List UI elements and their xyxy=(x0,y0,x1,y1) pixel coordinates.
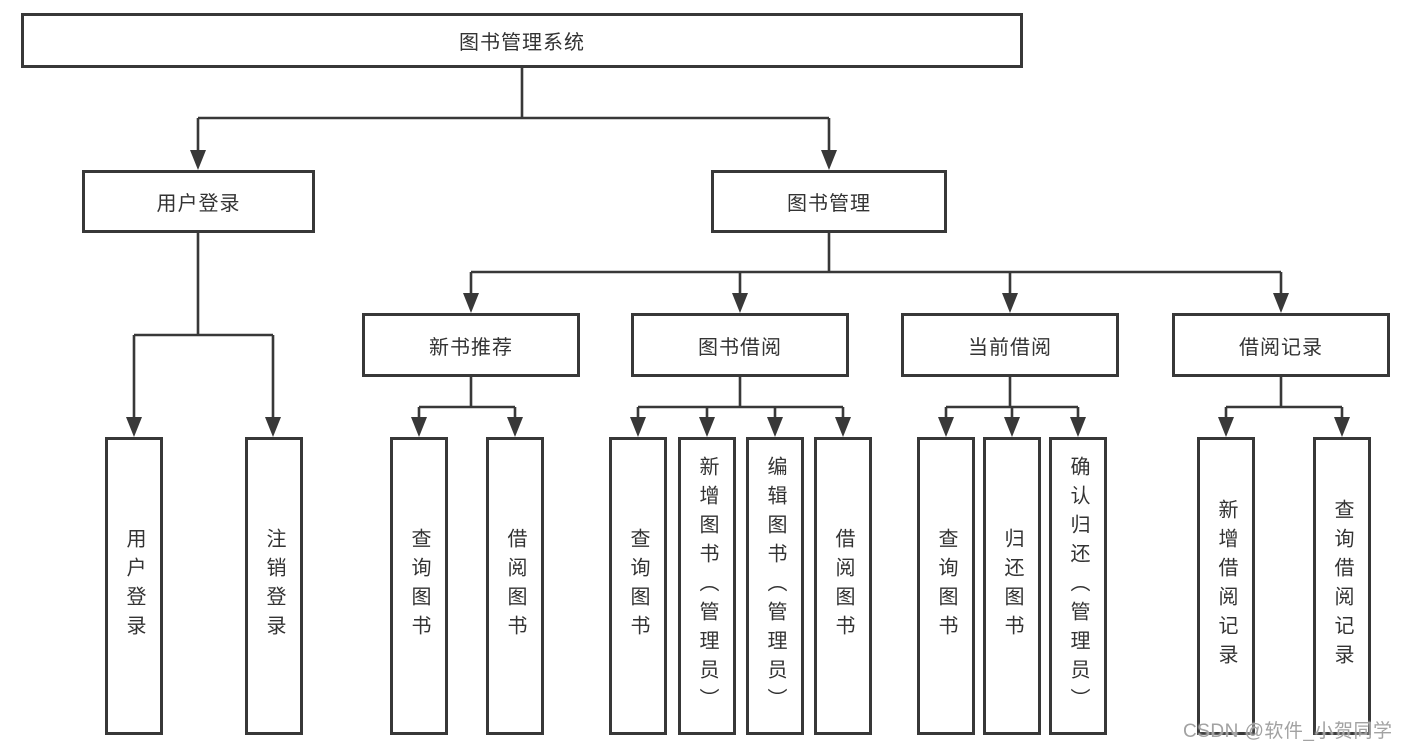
node-label: 图书借阅 xyxy=(698,336,782,359)
connector-login xyxy=(132,233,275,420)
node-label: 图书管理 xyxy=(787,193,871,215)
node-leaf-logout: 注销登录 xyxy=(245,437,303,735)
node-label: 用户登录 xyxy=(156,193,241,215)
node-label: 借阅记录 xyxy=(1239,336,1323,359)
node-leaf-query-borrow-record: 查询借阅记录 xyxy=(1313,437,1371,735)
node-label: 确认归还（管理员） xyxy=(1067,455,1089,717)
node-leaf-edit-books-admin: 编辑图书（管理员） xyxy=(746,437,804,735)
node-label: 图书管理系统 xyxy=(459,32,585,54)
node-leaf-borrow-books-recommend: 借阅图书 xyxy=(486,437,544,735)
connector-root xyxy=(196,68,831,153)
node-label: 编辑图书（管理员） xyxy=(764,455,786,717)
arrowhead-icons xyxy=(126,150,1350,437)
connector-record xyxy=(1224,377,1344,420)
connector-newbook xyxy=(417,377,517,420)
connector-current xyxy=(944,377,1080,420)
node-leaf-query-books-recommend: 查询图书 xyxy=(390,437,448,735)
node-new-book-recommend: 新书推荐 xyxy=(362,313,580,377)
node-current-borrowing: 当前借阅 xyxy=(901,313,1119,377)
node-label: 新增图书（管理员） xyxy=(696,455,718,717)
connector-manage xyxy=(469,233,1283,296)
node-leaf-query-books-current: 查询图书 xyxy=(917,437,975,735)
node-user-login-module: 用户登录 xyxy=(82,170,315,233)
node-label: 注销登录 xyxy=(263,528,285,644)
node-label: 新增借阅记录 xyxy=(1215,499,1237,673)
node-label: 用户登录 xyxy=(123,528,145,644)
node-book-management-module: 图书管理 xyxy=(711,170,947,233)
node-label: 借阅图书 xyxy=(832,528,854,644)
csdn-watermark: CSDN @软件_小贺同学 xyxy=(1183,721,1393,742)
node-label: 查询图书 xyxy=(408,528,430,644)
node-leaf-add-books-admin: 新增图书（管理员） xyxy=(678,437,736,735)
node-label: 当前借阅 xyxy=(968,336,1052,359)
node-label: 查询图书 xyxy=(627,528,649,644)
node-leaf-add-borrow-record: 新增借阅记录 xyxy=(1197,437,1255,735)
node-label: 借阅图书 xyxy=(504,528,526,644)
node-leaf-borrow-books: 借阅图书 xyxy=(814,437,872,735)
node-borrowing-records: 借阅记录 xyxy=(1172,313,1390,377)
node-book-borrowing: 图书借阅 xyxy=(631,313,849,377)
node-leaf-confirm-return-admin: 确认归还（管理员） xyxy=(1049,437,1107,735)
node-leaf-return-books: 归还图书 xyxy=(983,437,1041,735)
node-label: 查询借阅记录 xyxy=(1331,499,1353,673)
node-label: 归还图书 xyxy=(1001,528,1023,644)
connector-borrow xyxy=(636,377,845,420)
node-leaf-user-login: 用户登录 xyxy=(105,437,163,735)
node-library-management-system: 图书管理系统 xyxy=(21,13,1023,68)
node-leaf-query-books-borrow: 查询图书 xyxy=(609,437,667,735)
node-label: 新书推荐 xyxy=(429,336,513,359)
node-label: 查询图书 xyxy=(935,528,957,644)
